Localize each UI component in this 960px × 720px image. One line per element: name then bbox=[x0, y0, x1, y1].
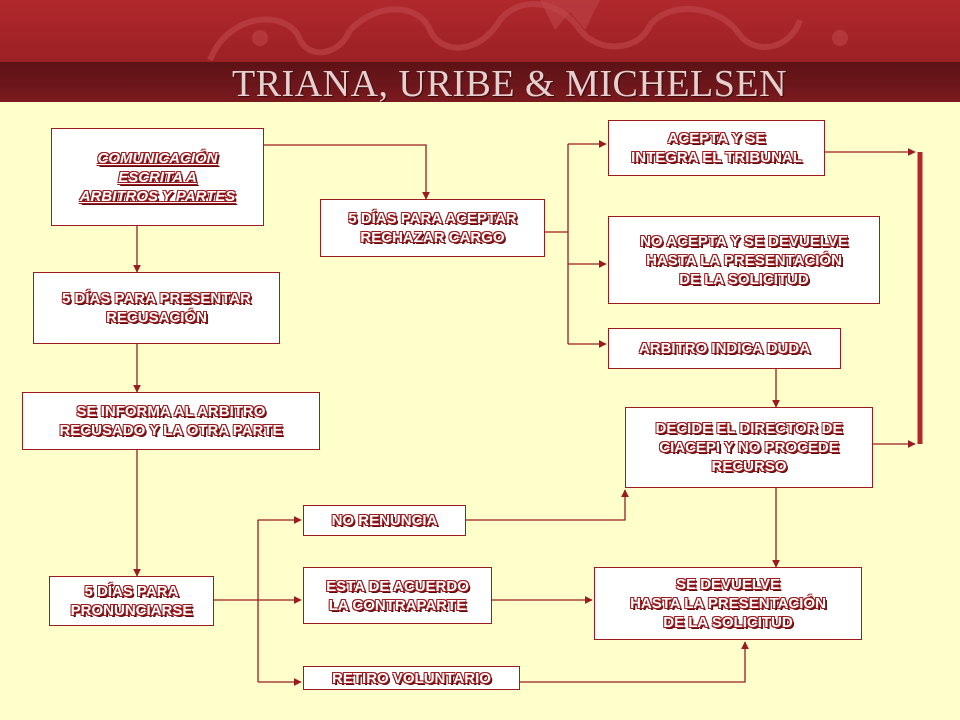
header-title: TRIANA, URIBE & MICHELSEN bbox=[232, 63, 788, 102]
header-band bbox=[0, 62, 960, 102]
connectors bbox=[133, 140, 923, 686]
node-presentar-recusacion: 5 DÍAS PARA PRESENTAR RECUSACIÓN bbox=[33, 272, 280, 344]
node-duda: ARBITRO INDICA DUDA bbox=[608, 328, 841, 369]
ornament-icon bbox=[207, 0, 848, 62]
edge-norenuncia-decide bbox=[466, 489, 629, 521]
node-aceptar-rechazar: 5 DÍAS PARA ACEPTAR RECHAZAR CARGO bbox=[320, 199, 545, 257]
node-comunicacion: COMUNICACIÓN ESCRITA A ARBITROS Y PARTES bbox=[51, 128, 264, 226]
node-de-acuerdo: ESTA DE ACUERDO LA CONTRAPARTE bbox=[303, 567, 492, 624]
node-no-renuncia: NO RENUNCIA bbox=[303, 505, 466, 536]
node-decide: DECIDE EL DIRECTOR DE CIACEPI Y NO PROCE… bbox=[625, 407, 873, 488]
node-pronunciarse: 5 DÍAS PARA PRONUNCIARSE bbox=[49, 576, 214, 626]
node-no-acepta: NO ACEPTA Y SE DEVUELVE HASTA LA PRESENT… bbox=[608, 216, 880, 304]
flowchart: COMUNICACIÓN ESCRITA A ARBITROS Y PARTES… bbox=[0, 102, 960, 720]
edge-retiro-devuelve bbox=[520, 641, 749, 683]
node-acepta: ACEPTA Y SE INTEGRA EL TRIBUNAL bbox=[608, 120, 825, 176]
node-se-devuelve: SE DEVUELVE HASTA LA PRESENTACIÓN DE LA … bbox=[594, 567, 862, 640]
header-banner: TRIANA, URIBE & MICHELSEN bbox=[0, 0, 960, 102]
node-se-informa: SE INFORMA AL ARBITRO RECUSADO Y LA OTRA… bbox=[22, 392, 320, 450]
node-retiro: RETIRO VOLUNTARIO bbox=[303, 666, 520, 690]
edge-comunicacion-aceptar bbox=[264, 144, 430, 200]
